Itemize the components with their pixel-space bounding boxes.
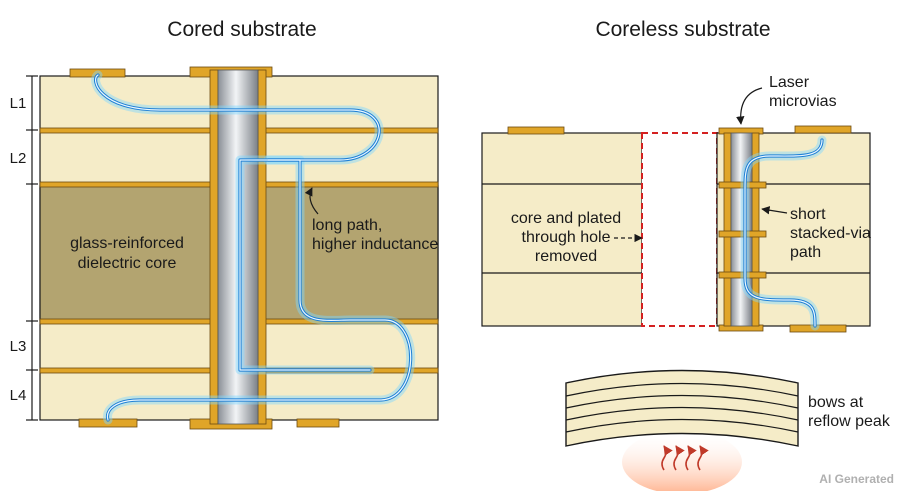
heat-glow [622,430,742,491]
cored-left-core [39,185,215,321]
copper-plane [39,127,215,134]
layer-label-l2: L2 [10,150,27,167]
microvia-wall [723,132,732,327]
path-label-arrow [304,187,319,215]
coreless-substrate: core and plated through hole removed Las… [481,74,871,333]
surface-pad [296,418,340,428]
surface-pad [507,126,565,135]
short-path-label-line-1: short [790,206,826,223]
copper-plane [39,318,215,325]
microvia-pad [718,230,767,238]
removed-label-line-3: removed [535,248,597,265]
copper-plane [39,367,215,374]
cored-title: Cored substrate [167,18,316,41]
coreless-title: Coreless substrate [595,18,770,41]
bowed-laminate [565,369,799,447]
pth-barrel-wall [209,69,219,425]
short-signal-path [740,135,827,331]
removed-label-line-2: through hole [522,229,611,246]
short-path-label-line-3: path [790,244,821,261]
microvia-label-line-2: microvias [769,93,837,110]
cored-substrate: L1 L2 L3 L4 glass-reinforced dielectric … [10,66,439,430]
surface-pad [794,125,852,134]
surface-pad [789,324,847,333]
path-label-line-1: long path, [312,217,382,234]
copper-plane [39,181,215,188]
microvia-label-line-1: Laser [769,74,810,91]
layer-label-l3: L3 [10,338,27,355]
microvia-pad [718,181,767,189]
short-path-label-arrow [761,206,788,215]
long-signal-path [91,70,416,425]
copper-plane [263,181,439,188]
short-path-label-line-2: stacked-via [790,225,871,242]
plated-through-hole-barrel [217,69,259,425]
core-label-line-1: glass-reinforced [70,235,184,252]
layer-dimension-markers [26,75,38,421]
watermark: AI Generated [819,472,894,486]
removed-core-outline [641,132,718,327]
microvia-label-arrow [736,87,763,125]
removed-label-line-1: core and plated [511,210,621,227]
path-label-line-2: higher inductance [312,236,438,253]
warped-substrate: bows at reflow peak [565,369,891,491]
cored-right-core [263,185,439,321]
microvia-pad [718,271,767,279]
copper-plane [263,127,439,134]
bow-label-line-2: reflow peak [808,413,891,430]
bow-label-line-1: bows at [808,394,864,411]
layer-label-l1: L1 [10,95,27,112]
layer-label-l4: L4 [10,387,27,404]
core-label-line-2: dielectric core [78,255,177,272]
heat-arrows [661,445,709,471]
coreless-left-laminate [481,132,643,327]
